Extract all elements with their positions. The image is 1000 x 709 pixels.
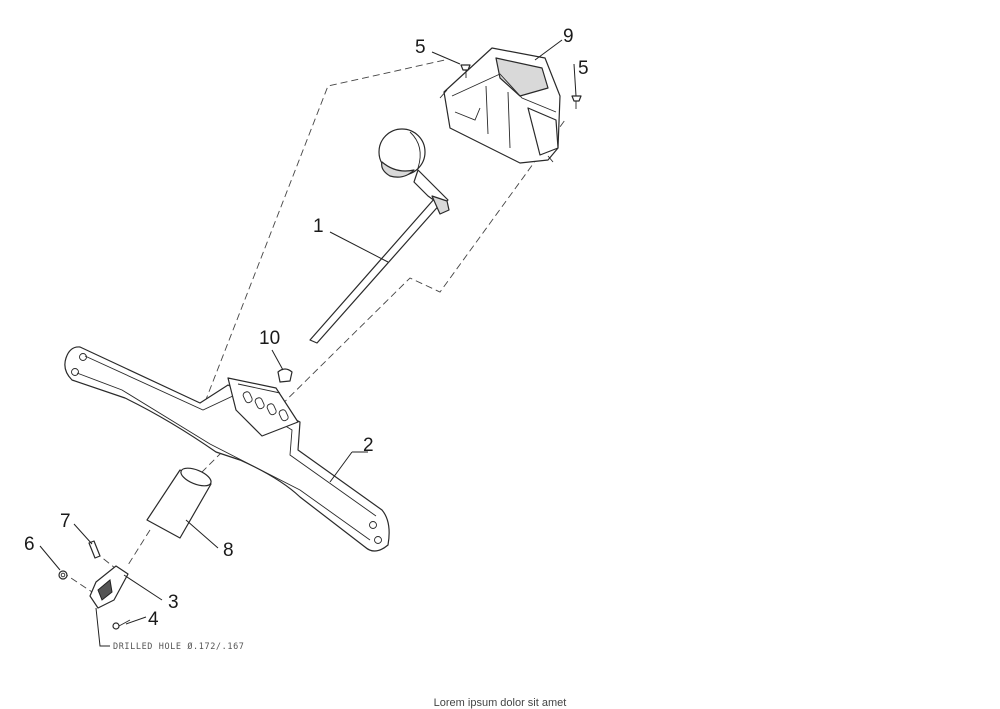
callout-1: 1	[313, 216, 324, 237]
part-3-clamp	[89, 565, 129, 609]
drilled-hole-note: DRILLED HOLE Ø.172/.167	[113, 641, 245, 652]
callout-5-right: 5	[578, 58, 589, 79]
callouts: 1 2 3 4 5 5 6 7 8 9 10	[24, 26, 589, 630]
callout-2: 2	[363, 435, 374, 456]
part-4-bolt	[112, 619, 131, 630]
callout-3: 3	[168, 592, 179, 613]
part-8-sleeve	[146, 467, 212, 539]
callout-7: 7	[60, 511, 71, 532]
callout-10: 10	[259, 328, 280, 349]
part-10-clip	[277, 368, 293, 383]
callout-4: 4	[148, 609, 159, 630]
page-footer: Lorem ipsum dolor sit amet	[433, 697, 567, 709]
part-5-screw-right	[571, 95, 582, 109]
part-6-nut	[58, 570, 68, 580]
part-9-cover	[439, 47, 561, 164]
callout-9: 9	[563, 26, 574, 47]
part-7-pin	[88, 540, 101, 559]
callout-8: 8	[223, 540, 234, 561]
callout-6: 6	[24, 534, 35, 555]
part-5-screw-left	[460, 64, 471, 78]
part-1-shift-lever	[309, 128, 450, 344]
leader-lines	[39, 39, 577, 647]
callout-5-left: 5	[415, 37, 426, 58]
part-2-base-bracket	[64, 346, 390, 552]
